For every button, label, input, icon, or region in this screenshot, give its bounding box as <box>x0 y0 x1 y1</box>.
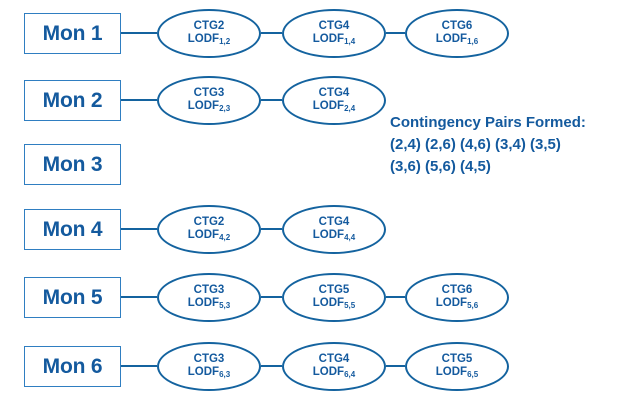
contingency-node-lodf-label: LODF6,4 <box>313 366 355 379</box>
contingency-node-ctg-label: CTG4 <box>318 215 350 228</box>
connector-line <box>121 99 157 101</box>
lodf-subscript: 4,4 <box>344 233 356 242</box>
contingency-node-lodf-label: LODF4,4 <box>313 229 355 242</box>
contingency-node-lodf-label: LODF1,4 <box>313 33 355 46</box>
lodf-base-text: LODF <box>435 366 468 378</box>
contingency-node-lodf-label: LODF2,3 <box>188 100 230 113</box>
contingency-node-lodf-label: LODF1,2 <box>188 33 230 46</box>
lodf-base-text: LODF <box>187 33 220 45</box>
contingency-node-ctg-label: CTG5 <box>318 283 350 296</box>
contingency-node-lodf-label: LODF5,6 <box>436 297 478 310</box>
connector-line <box>261 365 282 367</box>
lodf-subscript: 4,2 <box>219 233 231 242</box>
contingency-node-ctg-label: CTG3 <box>193 86 225 99</box>
monitor-box-label: Mon 1 <box>42 21 103 45</box>
connector-line <box>386 32 405 34</box>
contingency-node-lodf-label: LODF6,5 <box>436 366 478 379</box>
lodf-subscript: 1,4 <box>344 37 356 46</box>
connector-line <box>386 296 405 298</box>
contingency-node-ctg-label: CTG6 <box>441 19 473 32</box>
lodf-base-text: LODF <box>187 366 220 378</box>
monitor-box-label: Mon 4 <box>42 217 103 241</box>
contingency-node-lodf-label: LODF1,6 <box>436 33 478 46</box>
monitor-box-6[interactable]: Mon 6 <box>24 345 121 387</box>
contingency-pairs-panel: Contingency Pairs Formed: (2,4) (2,6) (4,… <box>390 112 626 178</box>
lodf-base-text: LODF <box>187 229 220 241</box>
lodf-base-text: LODF <box>312 100 345 112</box>
contingency-pairs-line: (2,4) (2,6) (4,6) (3,4) (3,5) <box>390 136 561 153</box>
lodf-subscript: 1,2 <box>219 37 231 46</box>
connector-line <box>261 296 282 298</box>
connector-line <box>121 296 157 298</box>
connector-line <box>121 228 157 230</box>
lodf-base-text: LODF <box>312 229 345 241</box>
connector-line <box>261 228 282 230</box>
contingency-node-lodf-label: LODF5,3 <box>188 297 230 310</box>
connector-line <box>261 32 282 34</box>
monitor-box-label: Mon 6 <box>42 354 103 378</box>
contingency-node-ctg-label: CTG6 <box>441 283 473 296</box>
contingency-node-ctg-label: CTG3 <box>193 283 225 296</box>
contingency-pairs-line: (3,6) (5,6) (4,5) <box>390 158 491 175</box>
lodf-base-text: LODF <box>312 366 345 378</box>
lodf-subscript: 5,3 <box>219 301 231 310</box>
monitor-box-label: Mon 5 <box>42 285 103 309</box>
contingency-node-ctg-label: CTG4 <box>318 86 350 99</box>
lodf-base-text: LODF <box>187 100 220 112</box>
lodf-subscript: 6,5 <box>467 370 479 379</box>
monitor-box-2[interactable]: Mon 2 <box>24 79 121 121</box>
lodf-subscript: 5,5 <box>344 301 356 310</box>
monitor-box-5[interactable]: Mon 5 <box>24 276 121 318</box>
connector-line <box>121 32 157 34</box>
lodf-base-text: LODF <box>435 297 468 309</box>
monitor-box-4[interactable]: Mon 4 <box>24 208 121 250</box>
lodf-base-text: LODF <box>312 33 345 45</box>
contingency-node-ctg-label: CTG4 <box>318 352 350 365</box>
contingency-node-ctg-label: CTG5 <box>441 352 473 365</box>
connector-line <box>261 99 282 101</box>
lodf-subscript: 5,6 <box>467 301 479 310</box>
contingency-pairs-heading: Contingency Pairs Formed: <box>390 114 586 131</box>
contingency-node-lodf-label: LODF6,3 <box>188 366 230 379</box>
contingency-node-lodf-label: LODF4,2 <box>188 229 230 242</box>
lodf-subscript: 6,3 <box>219 370 231 379</box>
lodf-base-text: LODF <box>312 297 345 309</box>
contingency-node-ctg-label: CTG2 <box>193 19 225 32</box>
monitor-box-label: Mon 3 <box>42 152 103 176</box>
contingency-node-ctg-label: CTG4 <box>318 19 350 32</box>
monitor-box-label: Mon 2 <box>42 88 103 112</box>
lodf-subscript: 2,4 <box>344 104 356 113</box>
monitor-box-3[interactable]: Mon 3 <box>24 143 121 185</box>
lodf-base-text: LODF <box>435 33 468 45</box>
connector-line <box>121 365 157 367</box>
contingency-node-lodf-label: LODF2,4 <box>313 100 355 113</box>
lodf-subscript: 2,3 <box>219 104 231 113</box>
contingency-node-ctg-label: CTG2 <box>193 215 225 228</box>
monitor-box-1[interactable]: Mon 1 <box>24 12 121 54</box>
contingency-node-lodf-label: LODF5,5 <box>313 297 355 310</box>
connector-line <box>386 365 405 367</box>
lodf-base-text: LODF <box>187 297 220 309</box>
contingency-node-ctg-label: CTG3 <box>193 352 225 365</box>
lodf-subscript: 1,6 <box>467 37 479 46</box>
lodf-subscript: 6,4 <box>344 370 356 379</box>
